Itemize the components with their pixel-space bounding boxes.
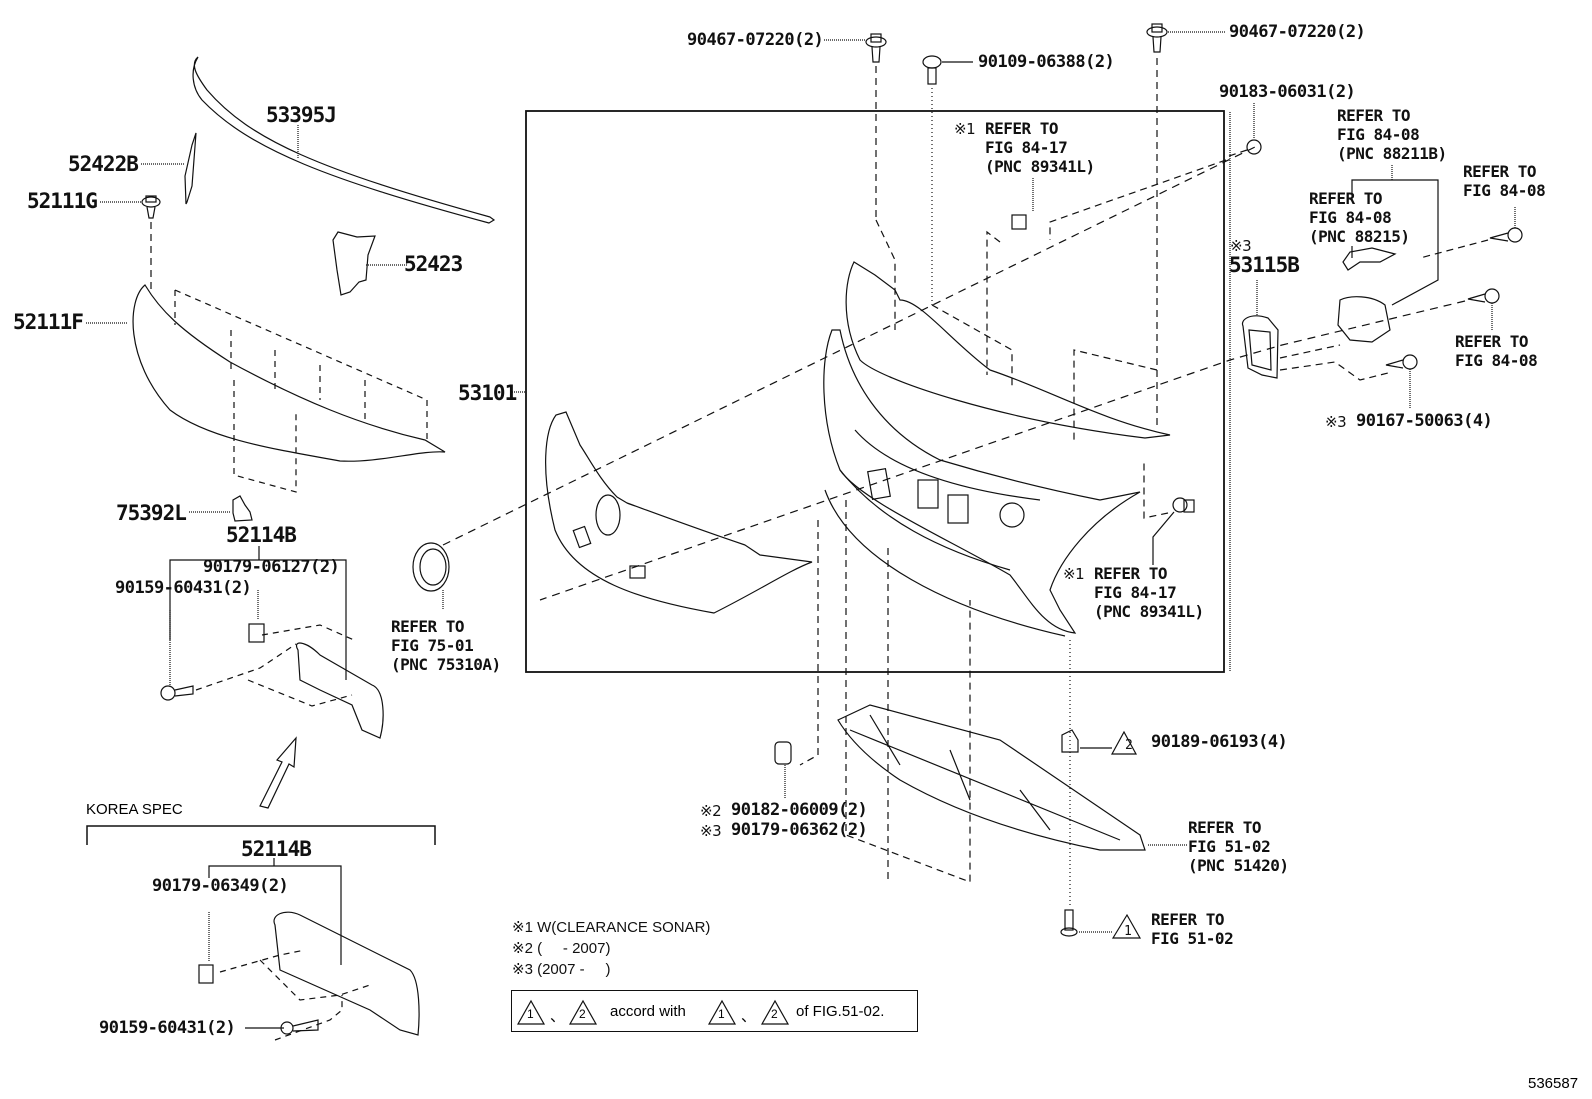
- legend-sep-b: 、: [741, 1008, 757, 1025]
- legend-tri-num-1a: 1: [527, 1007, 534, 1021]
- sonar-sensor-bottom: [1143, 460, 1195, 565]
- part-label-90179-06349[interactable]: 90179-06349(2): [152, 876, 289, 896]
- korea-spec-heading: KOREA SPEC: [86, 801, 183, 818]
- note-mark-3-90167: ※3: [1325, 413, 1347, 431]
- ref-emblem[interactable]: REFER TO FIG 75-01 (PNC 75310A): [391, 617, 501, 674]
- legend-triangle-1b: [707, 999, 737, 1025]
- part-label-52114B-korea[interactable]: 52114B: [241, 837, 312, 861]
- emblem: [412, 146, 1256, 610]
- radar-sensor: [1337, 165, 1439, 343]
- triangle-1-label: 1: [1124, 924, 1132, 939]
- ref-88215[interactable]: REFER TO FIG 84-08 (PNC 88215): [1309, 189, 1410, 246]
- assembly-53101-box: [525, 110, 1225, 673]
- molding-53395J: [192, 56, 496, 224]
- bracket-52422B: [141, 132, 197, 205]
- part-label-90182-06009[interactable]: 90182-06009(2): [731, 800, 868, 820]
- nut-90183: [1049, 103, 1262, 240]
- direction-arrow: [259, 736, 297, 809]
- bracket-group-52114B-top: [160, 546, 384, 739]
- part-label-90183-06031[interactable]: 90183-06031(2): [1219, 82, 1356, 102]
- legend-tri-num-2b: 2: [771, 1007, 778, 1021]
- legend-tri-num-2a: 2: [579, 1007, 586, 1021]
- part-label-52114B[interactable]: 52114B: [226, 523, 297, 547]
- part-label-90467-07220-left[interactable]: 90467-07220(2): [687, 30, 824, 50]
- screws-right: [539, 207, 1523, 601]
- part-label-90109-06388[interactable]: 90109-06388(2): [978, 52, 1115, 72]
- korea-spec-bracket: [86, 825, 436, 1041]
- legend-triangle-2b: [760, 999, 790, 1025]
- triangle-legend-box: 1 、 2 accord with 1 、 2 of FIG.51-02.: [511, 990, 918, 1032]
- bumper-cover: [545, 411, 813, 614]
- ref-sonar-bottom[interactable]: REFER TO FIG 84-17 (PNC 89341L): [1094, 564, 1204, 621]
- part-label-90467-07220-right[interactable]: 90467-07220(2): [1229, 22, 1366, 42]
- grommet-90182: [774, 741, 792, 798]
- part-label-52111F[interactable]: 52111F: [13, 310, 84, 334]
- figure-number: 536587: [1528, 1075, 1579, 1092]
- ref-sonar-top[interactable]: REFER TO FIG 84-17 (PNC 89341L): [985, 119, 1095, 176]
- legend-accord-with: accord with: [610, 1003, 686, 1020]
- part-label-90179-06362[interactable]: 90179-06362(2): [731, 820, 868, 840]
- bolt-ref-5102: [1060, 909, 1142, 939]
- footnote-1: ※1 W(CLEARANCE SONAR): [512, 919, 711, 936]
- legend-sep-a: 、: [550, 1008, 566, 1025]
- sonar-sensor-top: [986, 178, 1034, 375]
- clip-75392L: [189, 495, 253, 522]
- part-label-75392L[interactable]: 75392L: [116, 501, 187, 525]
- bracket-52423: [332, 231, 408, 296]
- under-cover-51420: [799, 500, 1188, 905]
- clip-90189: [1061, 729, 1138, 755]
- note-mark-1-bottom: ※1: [1063, 565, 1085, 583]
- part-label-53115B[interactable]: 53115B: [1229, 253, 1300, 277]
- ref-88211B[interactable]: REFER TO FIG 84-08 (PNC 88211B): [1337, 106, 1447, 163]
- bracket-53115B: [1229, 112, 1393, 672]
- legend-triangle-2a: [568, 999, 598, 1025]
- bolt-90109: [922, 55, 1013, 390]
- part-label-52422B[interactable]: 52422B: [68, 152, 139, 176]
- grille-assembly-53101: [823, 261, 1171, 637]
- part-label-53395J[interactable]: 53395J: [266, 103, 337, 127]
- footnote-3: ※3 (2007 - ): [512, 961, 611, 978]
- part-label-52423[interactable]: 52423: [404, 252, 463, 276]
- part-label-53101[interactable]: 53101: [458, 381, 517, 405]
- grille-52111F: [86, 284, 446, 493]
- bolt-90467-right: [1073, 23, 1226, 440]
- ref-fig-84-08-a[interactable]: REFER TO FIG 84-08: [1463, 162, 1546, 200]
- legend-of-fig: of FIG.51-02.: [796, 1003, 885, 1020]
- part-label-90167-50063[interactable]: 90167-50063(4): [1356, 411, 1493, 431]
- part-label-90189-06193[interactable]: 90189-06193(4): [1151, 732, 1288, 752]
- triangle-2-label: 2: [1125, 738, 1133, 753]
- ref-fig-84-08-b[interactable]: REFER TO FIG 84-08: [1455, 332, 1538, 370]
- legend-triangle-1a: [516, 999, 546, 1025]
- legend-tri-num-1b: 1: [718, 1007, 725, 1021]
- part-label-90179-06127[interactable]: 90179-06127(2): [203, 557, 340, 577]
- legend-triangles: [516, 999, 790, 1025]
- ref-fig-51-02[interactable]: REFER TO FIG 51-02: [1151, 910, 1234, 948]
- note-mark-1-top: ※1: [954, 120, 976, 138]
- part-label-90159-60431-korea[interactable]: 90159-60431(2): [99, 1018, 236, 1038]
- footnote-2: ※2 ( - 2007): [512, 940, 611, 957]
- part-label-90159-60431-top[interactable]: 90159-60431(2): [115, 578, 252, 598]
- note-mark-3-53115B: ※3: [1230, 237, 1252, 255]
- note-mark-2-90182: ※2: [700, 802, 722, 820]
- note-mark-3-90179: ※3: [700, 822, 722, 840]
- ref-undercover-51420[interactable]: REFER TO FIG 51-02 (PNC 51420): [1188, 818, 1289, 875]
- part-label-52111G[interactable]: 52111G: [27, 189, 98, 213]
- bolt-90467-left: [824, 33, 896, 330]
- clip-52111G: [100, 195, 161, 290]
